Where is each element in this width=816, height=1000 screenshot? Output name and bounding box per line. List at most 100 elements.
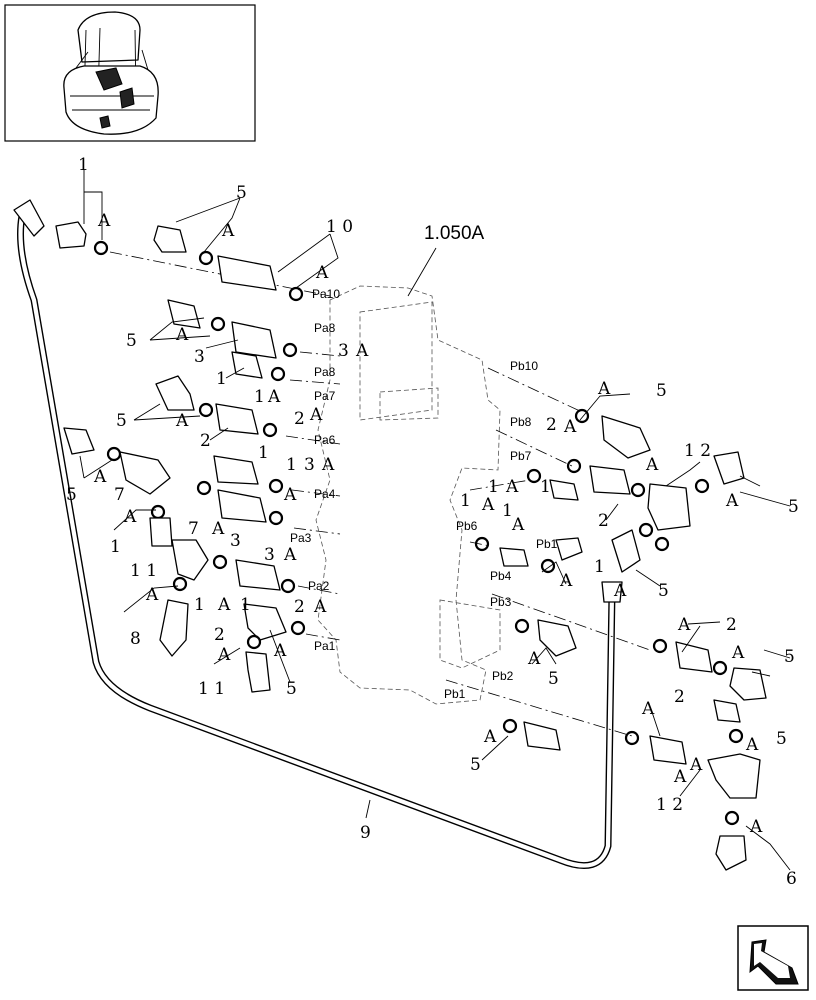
port-label-a: Pa4	[314, 487, 336, 501]
left-fittings[interactable]	[55, 221, 306, 693]
part-label: 3	[230, 531, 241, 551]
part-label: 6	[786, 869, 797, 889]
port-label-b: Pb8	[510, 415, 532, 429]
part-label: 1 1	[198, 679, 225, 699]
ref-label: A	[175, 325, 189, 345]
port-label-b: Pb7	[510, 449, 532, 463]
part-label: 5	[236, 183, 247, 203]
port-label-a: Pa8	[314, 321, 336, 335]
part-label: 2	[200, 431, 211, 451]
port-label-b: Pb10	[510, 359, 538, 373]
part-label: 1 0	[326, 217, 353, 237]
part-label: 1	[488, 477, 499, 497]
part-label: 1 1	[130, 561, 157, 581]
ref-label: A	[355, 341, 369, 361]
port-label-b: Pb6	[456, 519, 478, 533]
hose-label: 9	[360, 823, 371, 843]
part-label: 5	[66, 485, 77, 505]
ref-label: A	[511, 515, 525, 535]
part-label: 1	[460, 491, 471, 511]
part-label: 1	[240, 595, 251, 615]
part-label: 5	[776, 729, 787, 749]
part-label: 2	[726, 615, 737, 635]
ref-label: A	[725, 491, 739, 511]
part-label: 2	[214, 625, 225, 645]
port-label-b: Pb2	[492, 669, 514, 683]
ref-label: A	[221, 221, 235, 241]
part-label: 1	[110, 537, 121, 557]
ref-label: A	[597, 379, 611, 399]
part-label: 1	[216, 369, 227, 389]
port-label-a: Pa6	[314, 433, 336, 447]
hydraulic-hose[interactable]	[13, 199, 623, 870]
part-label: 3	[194, 347, 205, 367]
leader-lines	[79, 170, 791, 871]
part-label: 5	[286, 679, 297, 699]
part-label: 1 2	[656, 795, 683, 815]
ref-label: A	[483, 727, 497, 747]
part-label: 1	[254, 387, 265, 407]
part-label: 3	[264, 545, 275, 565]
part-label: 2	[598, 511, 609, 531]
next-page-arrow-icon[interactable]	[737, 925, 809, 991]
right-fittings[interactable]	[474, 408, 767, 871]
part-label: 1	[286, 455, 297, 475]
port-label-a: Pa8	[314, 365, 336, 379]
port-label-a: Pa7	[314, 389, 336, 403]
ref-label: A	[309, 405, 323, 425]
alignment-lines	[109, 251, 651, 737]
part-label: 1	[540, 477, 551, 497]
reference-labels: A A A A A A A A A A A A A A A A A A A A …	[93, 211, 763, 837]
port-label-a: Pa2	[308, 579, 330, 593]
ref-label: A	[283, 485, 297, 505]
part-label: 3	[304, 455, 315, 475]
ref-label: A	[273, 641, 287, 661]
part-label: 1	[502, 501, 513, 521]
machine-thumbnail-icon[interactable]	[4, 4, 256, 142]
port-label-b: Pb1	[444, 687, 466, 701]
port-label-a: Pa3	[290, 531, 312, 545]
ref-label: A	[93, 467, 107, 487]
part-label: 5	[656, 381, 667, 401]
port-label-a: Pa10	[312, 287, 340, 301]
ref-label: A	[321, 455, 335, 475]
ref-label: A	[745, 735, 759, 755]
part-label: 2	[546, 415, 557, 435]
part-label: 3	[338, 341, 349, 361]
part-label: 1	[594, 557, 605, 577]
ref-label: A	[315, 263, 329, 283]
ref-label: A	[313, 597, 327, 617]
part-label: 5	[126, 331, 137, 351]
part-label: 2	[294, 409, 305, 429]
part-label: 8	[130, 629, 141, 649]
ref-label: A	[559, 571, 573, 591]
ref-label: A	[217, 595, 231, 615]
ref-label: A	[267, 387, 281, 407]
ref-label: A	[613, 581, 627, 601]
part-label: 2	[294, 597, 305, 617]
ref-label: A	[481, 495, 495, 515]
ref-label: A	[673, 767, 687, 787]
ref-label: A	[677, 615, 691, 635]
port-labels: Pa10 Pa8 Pa8 Pa7 Pa6 Pa4 Pa3 Pa2 Pa1 Pb1…	[290, 287, 558, 701]
part-label: 7	[114, 485, 125, 505]
part-label: 1	[258, 443, 269, 463]
ref-label: A	[641, 699, 655, 719]
assembly-ref-label: 1.050A	[424, 223, 485, 244]
part-label: 5	[470, 755, 481, 775]
part-label: 5	[116, 411, 127, 431]
ref-label: A	[217, 645, 231, 665]
part-label: 5	[548, 669, 559, 689]
ref-label: A	[731, 643, 745, 663]
part-label: 1	[78, 155, 89, 175]
ref-label: A	[145, 585, 159, 605]
ref-label: A	[211, 519, 225, 539]
ref-label: A	[175, 411, 189, 431]
ref-label: A	[645, 455, 659, 475]
control-valve-block	[315, 285, 501, 705]
port-label-b: Pb4	[490, 569, 512, 583]
ref-label: A	[505, 477, 519, 497]
ref-label: A	[689, 755, 703, 775]
part-label: 5	[658, 581, 669, 601]
